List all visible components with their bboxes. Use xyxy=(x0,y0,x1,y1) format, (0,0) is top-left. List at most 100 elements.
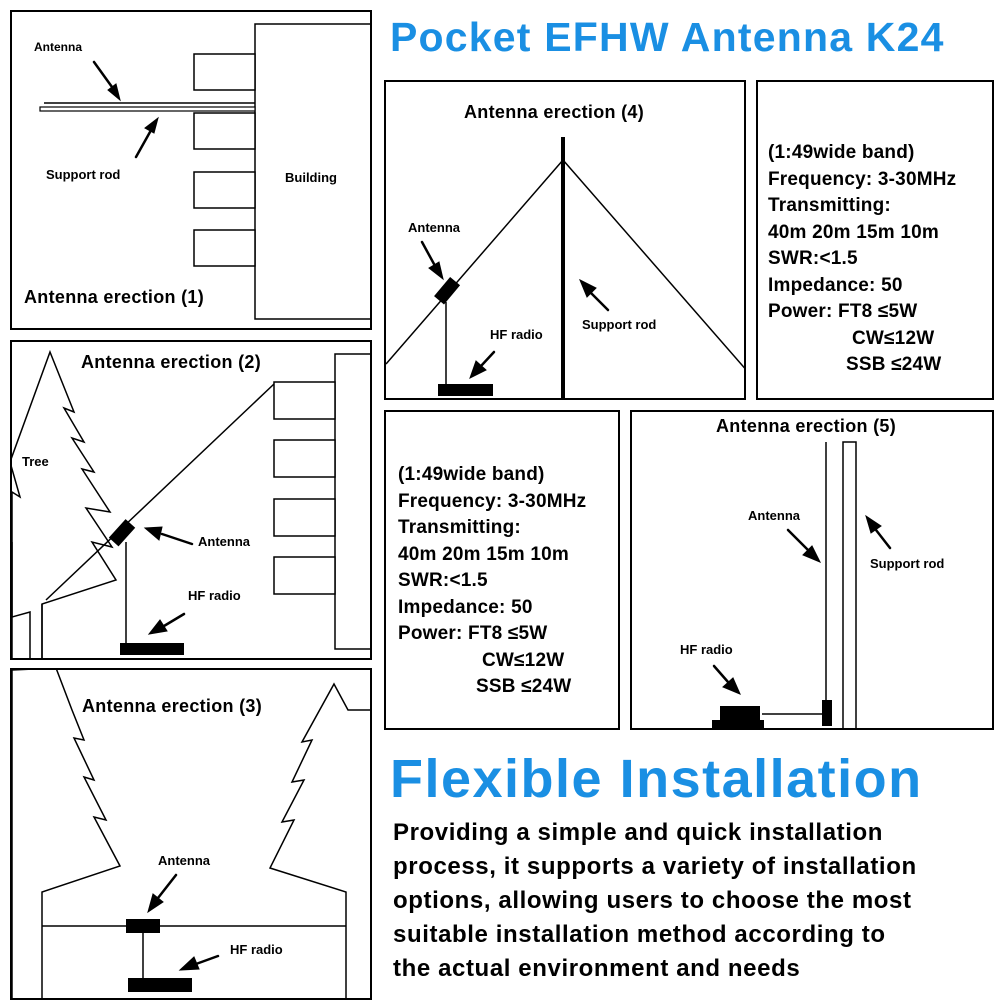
arrow-head xyxy=(579,278,597,298)
arrow-head xyxy=(144,116,159,134)
spec-list: (1:49wide band) Frequency: 3-30MHz Trans… xyxy=(768,140,956,379)
arrow xyxy=(134,130,152,159)
page-title: Pocket EFHW Antenna K24 xyxy=(390,14,945,60)
hf-radio xyxy=(720,706,760,722)
arrow-head xyxy=(178,956,200,971)
arrow xyxy=(194,954,220,966)
building-window xyxy=(193,171,256,209)
arrow-head xyxy=(143,526,163,541)
label-hf-radio: HF radio xyxy=(490,327,543,342)
label-antenna: Antenna xyxy=(198,534,250,549)
arrow xyxy=(162,612,186,628)
support-rod xyxy=(842,441,857,728)
tree xyxy=(12,349,118,658)
building xyxy=(254,23,370,320)
label-antenna: Antenna xyxy=(408,220,460,235)
building-window xyxy=(193,53,256,91)
label-antenna: Antenna xyxy=(158,853,210,868)
hf-radio xyxy=(128,978,192,992)
hf-radio xyxy=(120,643,184,655)
hf-radio xyxy=(438,384,493,396)
label-support-rod: Support rod xyxy=(46,167,121,182)
support-rod xyxy=(39,106,256,112)
building xyxy=(334,353,370,650)
arrow-head xyxy=(865,514,882,534)
spec-band: (1:49wide band) xyxy=(398,464,545,485)
spec-list: (1:49wide band) Frequency: 3-30MHz Trans… xyxy=(398,462,586,701)
arrow xyxy=(92,60,114,89)
description-line: suitable installation method according t… xyxy=(393,921,886,948)
antenna-block xyxy=(434,276,461,305)
spec-band: (1:49wide band) xyxy=(768,142,915,163)
building-window xyxy=(193,229,256,267)
spec-bands: 40m 20m 15m 10m xyxy=(768,221,939,243)
building-window xyxy=(273,439,336,478)
spec-impedance: Impedance: 50 xyxy=(768,274,903,296)
arrow xyxy=(156,873,178,900)
arrow-head xyxy=(428,261,444,281)
panel-erection-3: Antenna erection (3) Antenna HF radio xyxy=(10,668,372,1000)
spec-power-ssb: SSB ≤24W xyxy=(476,676,572,697)
spec-power-ssb: SSB ≤24W xyxy=(846,354,942,375)
panel-erection-2: Antenna erection (2) Tree Antenna HF rad… xyxy=(10,340,372,660)
antenna-wire xyxy=(45,383,275,601)
spec-power-ft8: Power: FT8 ≤5W xyxy=(768,301,918,322)
spec-transmitting: Transmitting: xyxy=(398,517,521,538)
arrow-head xyxy=(147,619,168,635)
spec-transmitting: Transmitting: xyxy=(768,195,891,216)
antenna-wire-left xyxy=(386,159,564,365)
arrow-head xyxy=(107,83,121,102)
label-support-rod: Support rod xyxy=(870,556,945,571)
hf-radio-base xyxy=(712,720,764,728)
description-line: options, allowing users to choose the mo… xyxy=(393,887,912,914)
spec-swr: SWR:<1.5 xyxy=(768,248,858,269)
label-support-rod: Support rod xyxy=(582,317,657,332)
building-window xyxy=(273,498,336,537)
arrow xyxy=(420,240,436,266)
spec-power-ft8: Power: FT8 ≤5W xyxy=(398,623,548,644)
label-hf-radio: HF radio xyxy=(680,642,733,657)
arrow-head xyxy=(802,545,822,563)
panel-title: Antenna erection (3) xyxy=(82,696,263,716)
antenna-block xyxy=(108,519,136,547)
panel-title: Antenna erection (5) xyxy=(716,416,897,436)
arrow xyxy=(160,532,194,546)
label-building: Building xyxy=(285,170,337,185)
panel-erection-5: Antenna erection (5) Antenna Support rod… xyxy=(630,410,994,730)
arrow xyxy=(589,291,610,312)
arrow-head xyxy=(722,677,741,695)
arrow-head xyxy=(147,893,164,914)
spec-bands: 40m 20m 15m 10m xyxy=(398,543,569,565)
label-tree: Tree xyxy=(22,454,49,469)
antenna-block xyxy=(126,919,160,933)
spec-power-cw: CW≤12W xyxy=(852,327,935,349)
spec-swr: SWR:<1.5 xyxy=(398,570,488,591)
label-hf-radio: HF radio xyxy=(230,942,283,957)
panel-title: Antenna erection (1) xyxy=(24,287,205,307)
building-window xyxy=(273,381,336,420)
diagram-erection-4 xyxy=(386,137,744,398)
building-window xyxy=(273,556,336,595)
section-description: Providing a simple and quick installatio… xyxy=(393,816,993,986)
label-hf-radio: HF radio xyxy=(188,588,241,603)
tree-left xyxy=(12,670,122,998)
panel-erection-4: Antenna erection (4) Antenna Support rod… xyxy=(384,80,746,400)
arrow xyxy=(874,528,892,550)
arrow xyxy=(712,664,730,684)
spec-panel-middle: (1:49wide band) Frequency: 3-30MHz Trans… xyxy=(384,410,620,730)
antenna-wire-right xyxy=(562,159,744,369)
spec-panel-top: (1:49wide band) Frequency: 3-30MHz Trans… xyxy=(756,80,994,400)
label-antenna: Antenna xyxy=(748,508,800,523)
antenna-block xyxy=(822,700,832,726)
spec-impedance: Impedance: 50 xyxy=(398,596,533,618)
description-line: the actual environment and needs xyxy=(393,955,801,982)
diagram-erection-2 xyxy=(12,349,370,658)
panel-erection-1: Antenna Support rod Building Antenna ere… xyxy=(10,10,372,330)
diagram-erection-1 xyxy=(39,23,370,320)
section-heading: Flexible Installation xyxy=(390,749,923,809)
arrow xyxy=(479,350,496,368)
spec-power-cw: CW≤12W xyxy=(482,649,565,671)
spec-frequency: Frequency: 3-30MHz xyxy=(398,490,587,512)
diagram-erection-5 xyxy=(712,441,892,728)
description-line: process, it supports a variety of instal… xyxy=(393,853,917,880)
